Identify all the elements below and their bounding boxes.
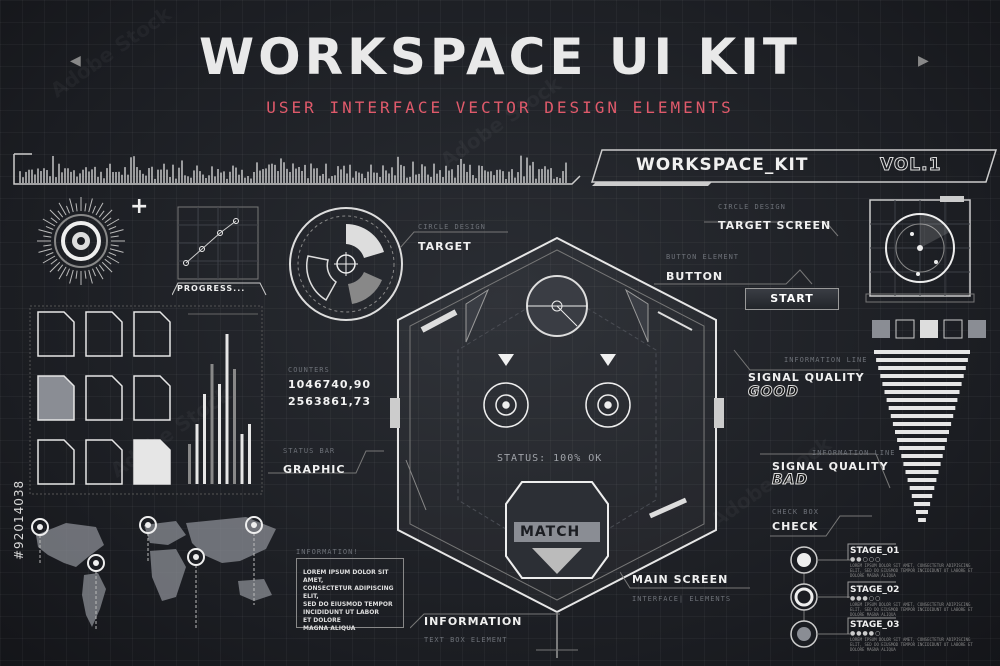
stage-dots-icon: ●●●○○ (850, 595, 882, 602)
stage-frames (847, 543, 896, 634)
stage-2-label: STAGE_02 (850, 585, 900, 595)
world-map (31, 516, 276, 631)
file-icon (85, 439, 123, 485)
check-label: CHECK (772, 520, 819, 533)
graphic-label: GRAPHIC (283, 463, 346, 476)
plus-icon: + (130, 194, 149, 219)
square-icons-row (872, 319, 986, 339)
circle-design-small-label-right: CIRCLE DESIGN (718, 203, 786, 211)
stage-1-label: STAGE_01 (850, 546, 900, 556)
counter-2: 2563861,73 (288, 395, 372, 408)
stage-2-text: LOREM IPSUM DOLOR SIT AMET, CONSECTETUR … (850, 602, 973, 617)
signal-value-bad: BAD (771, 472, 809, 489)
right-triangle-icon: ▶ (918, 53, 929, 69)
main-screen-label: MAIN SCREEN (632, 573, 729, 586)
page-title: WORKSPACE UI KIT (199, 28, 801, 86)
kit-title: WORKSPACE_KIT (636, 155, 809, 175)
main-screen-hexagon (390, 236, 724, 658)
button-pointer-line (654, 269, 813, 285)
file-icon (37, 375, 75, 421)
stage-3-label: STAGE_03 (850, 620, 900, 630)
progress-chart (172, 206, 267, 296)
waveform-bar (13, 153, 581, 185)
stage-item-1[interactable]: STAGE_01 ●●○○○ LOREM IPSUM DOLOR SIT AME… (850, 546, 980, 578)
main-screen-pointer-line (620, 571, 750, 589)
information-text-box: LOREM IPSUM DOLOR SIT AMET, CONSECTETUR … (296, 558, 404, 632)
stage-item-3[interactable]: STAGE_03 ●●●●○ LOREM IPSUM DOLOR SIT AME… (850, 620, 980, 652)
info-line: LOREM IPSUM DOLOR SIT AMET, (303, 569, 389, 584)
info-line: MAGNA ALIQUA (303, 625, 356, 632)
check-pointer-line (770, 515, 872, 537)
signal-value-good: GOOD (748, 384, 799, 401)
kit-title-frame (590, 149, 998, 186)
information-pointer-line (410, 613, 560, 629)
file-icon-grid (29, 305, 263, 495)
file-icon (133, 311, 171, 357)
target-circle (289, 207, 403, 321)
target-screen-pointer-line (704, 221, 839, 237)
file-icon (85, 375, 123, 421)
circle-design-small-label: CIRCLE DESIGN (418, 223, 486, 231)
signal-quality-label-2: SIGNAL QUALITY (772, 460, 889, 473)
info-line: CONSECTETUR ADIPISCING ELIT, (303, 585, 394, 600)
stock-id: #92014038 (12, 479, 26, 560)
target-screen (865, 196, 975, 303)
signal-good-pointer-line (733, 349, 860, 371)
info-line-small-label-1: INFORMATION LINE (784, 356, 868, 364)
kit-version: VOL.1 (879, 155, 942, 176)
match-label[interactable]: MATCH (520, 524, 581, 540)
signal-bad-pointer-line (760, 453, 891, 489)
file-icon (133, 439, 171, 485)
status-bar-line (268, 450, 384, 474)
file-icon (37, 439, 75, 485)
stage-dots-icon: ●●○○○ (850, 556, 882, 563)
information-small-label: INFORMATION! (296, 548, 359, 556)
start-button[interactable]: START (745, 288, 839, 310)
button-label: BUTTON (666, 270, 724, 283)
signal-quality-label-1: SIGNAL QUALITY (748, 371, 865, 384)
signal-level-bars (874, 350, 970, 522)
status-text: STATUS: 100% OK (497, 453, 603, 464)
stage-item-2[interactable]: STAGE_02 ●●●○○ LOREM IPSUM DOLOR SIT AME… (850, 585, 980, 617)
file-icon (85, 311, 123, 357)
check-box-small-label: CHECK BOX (772, 508, 819, 516)
stage-3-text: LOREM IPSUM DOLOR SIT AMET, CONSECTETUR … (850, 637, 973, 652)
main-screen-small-label: INTERFACE| ELEMENTS (632, 595, 732, 603)
text-box-small-label: TEXT BOX ELEMENT (424, 636, 508, 644)
information-label: INFORMATION (424, 615, 523, 628)
counter-1: 1046740,90 (288, 378, 372, 391)
status-bar-small-label: STATUS BAR (283, 447, 336, 455)
info-line: ET DOLORE (303, 617, 341, 624)
info-line: INCIDIDUNT UT LABOR (303, 609, 379, 616)
target-label: TARGET (418, 240, 472, 253)
stage-dots-icon: ●●●●○ (850, 630, 882, 637)
progress-label: PROGRESS... (177, 284, 246, 293)
info-line: SED DO EIUSMOD TEMPOR (303, 601, 393, 608)
radial-gauge-icon (37, 197, 125, 285)
stage-1-text: LOREM IPSUM DOLOR SIT AMET, CONSECTETUR … (850, 563, 973, 578)
counters-small-label: COUNTERS (288, 366, 330, 374)
button-element-small-label: BUTTON ELEMENT (666, 253, 740, 261)
page-subtitle: USER INTERFACE VECTOR DESIGN ELEMENTS (266, 98, 734, 117)
file-icon (133, 375, 171, 421)
left-triangle-icon: ◀ (70, 53, 81, 69)
target-screen-label: TARGET SCREEN (718, 219, 832, 232)
stage-check-circles (790, 546, 850, 648)
info-line-small-label-2: INFORMATION LINE (812, 449, 896, 457)
file-icon (37, 311, 75, 357)
target-pointer-line (400, 231, 508, 249)
